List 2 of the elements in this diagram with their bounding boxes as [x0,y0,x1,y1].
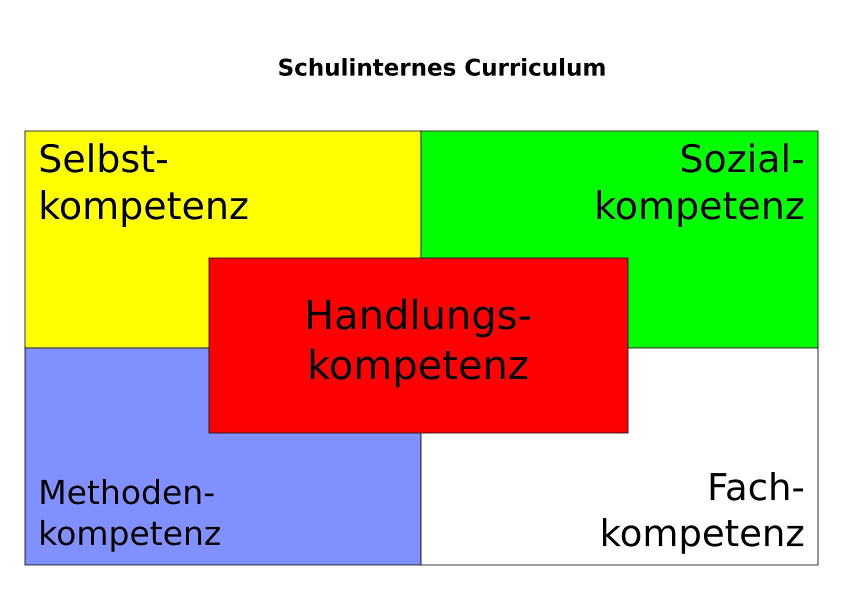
competence-box: Handlungs- kompetenz [208,258,628,434]
title: Schulinternes Curriculum [279,58,605,76]
